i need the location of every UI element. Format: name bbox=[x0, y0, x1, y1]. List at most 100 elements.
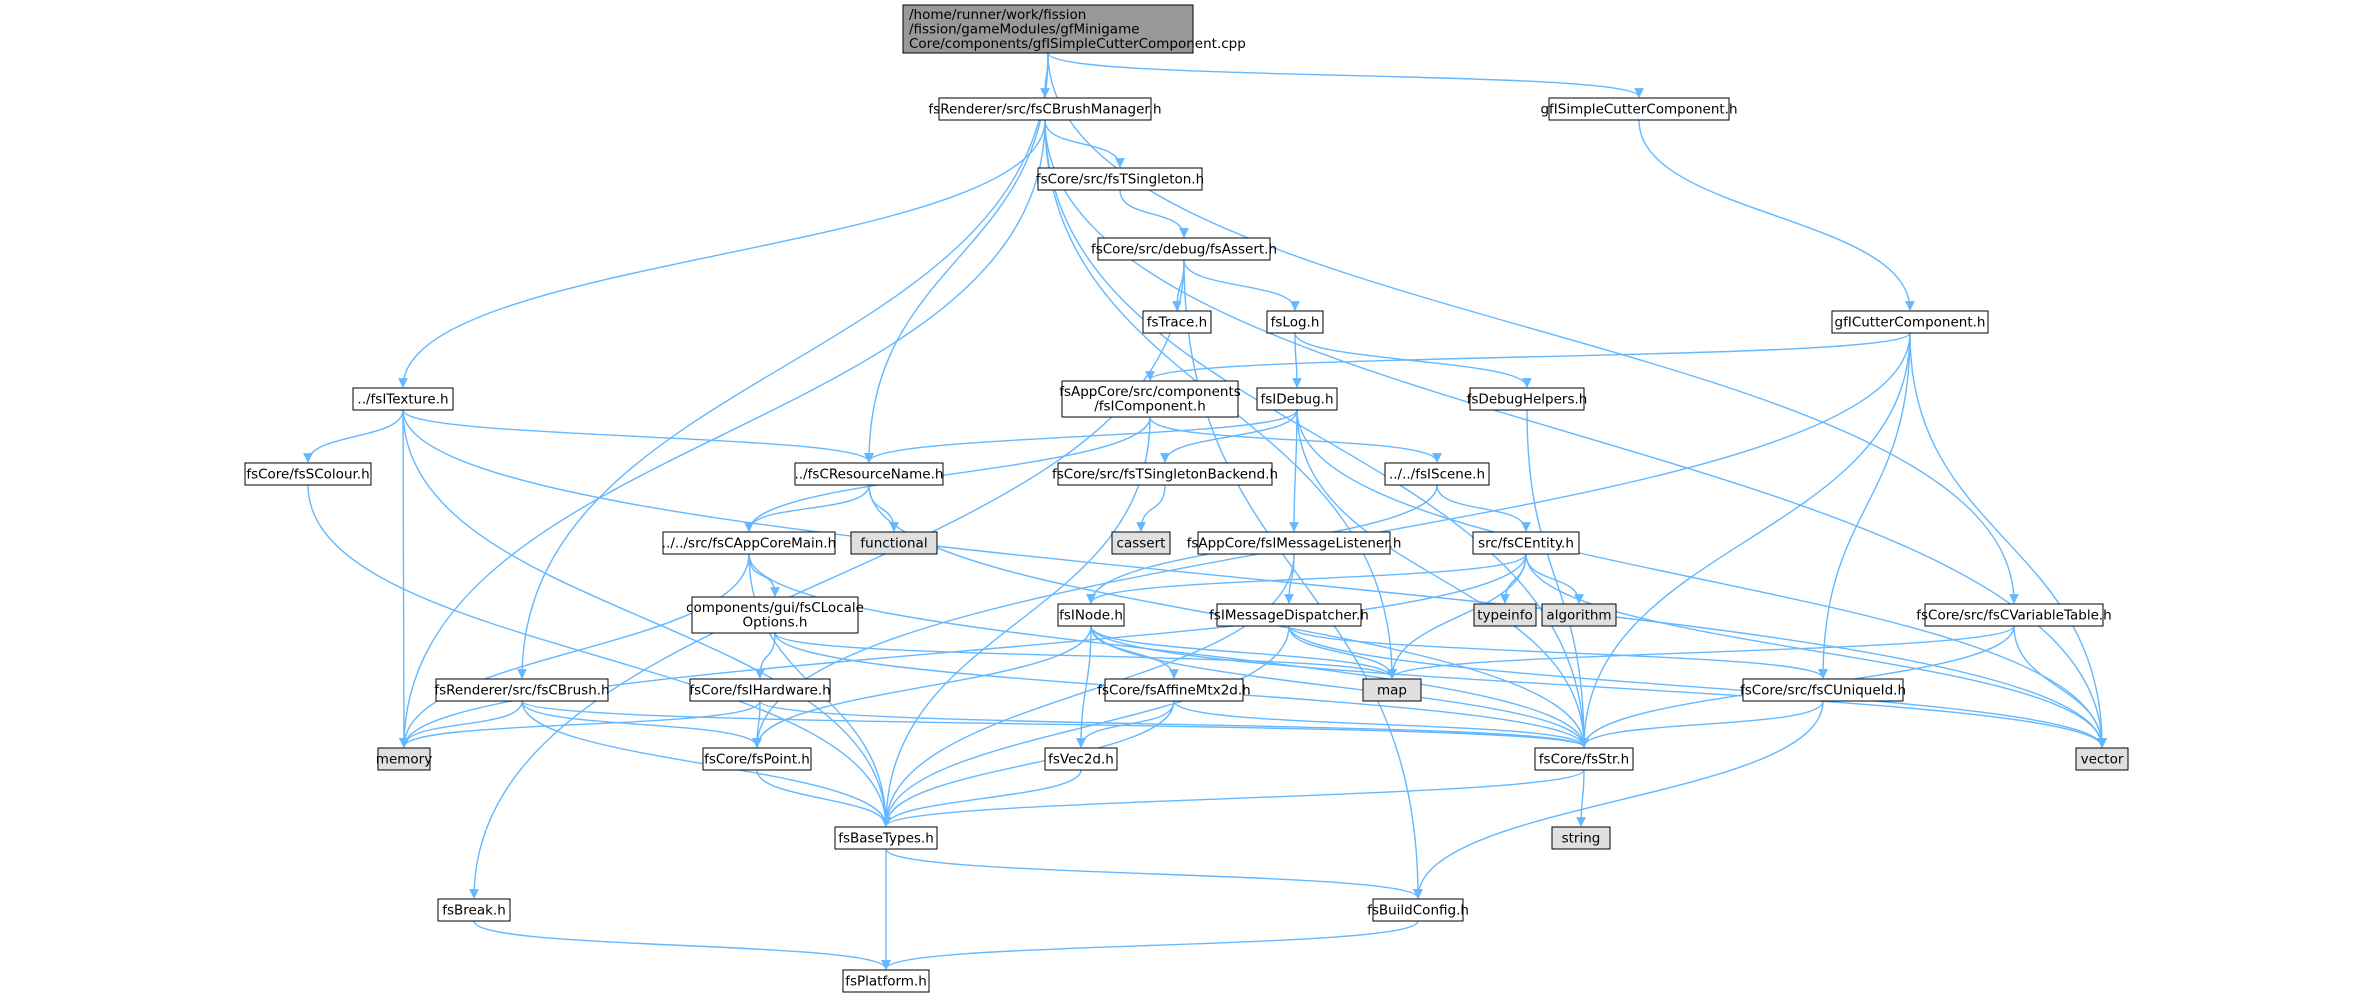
node-brush[interactable]: fsRenderer/src/fsCBrush.h bbox=[434, 678, 610, 702]
node-platform[interactable]: fsPlatform.h bbox=[842, 969, 930, 993]
node-uniqueid[interactable]: fsCore/src/fsCUniqueId.h bbox=[1740, 678, 1906, 702]
node-label: ../../fsIScene.h bbox=[1389, 466, 1485, 482]
edge-ihardware-to-sstr bbox=[759, 700, 1589, 748]
edge-texture-to-resname bbox=[402, 409, 874, 463]
node-label: /fsIComponent.h bbox=[1094, 399, 1206, 415]
node-label: fsCore/fsPoint.h bbox=[704, 751, 810, 767]
node-box bbox=[1097, 237, 1271, 261]
edge-cutter-to-sstr bbox=[1579, 332, 1911, 748]
edge-root-to-resname bbox=[864, 52, 1049, 463]
node-appcoremain[interactable]: ../../src/fsCAppCoreMain.h bbox=[662, 531, 836, 555]
node-inode[interactable]: fsINode.h bbox=[1057, 603, 1125, 627]
node-brushmgr[interactable]: fsRenderer/src/fsCBrushManager.h bbox=[928, 97, 1162, 121]
edge-inode-to-sstr bbox=[1090, 625, 1589, 748]
edge-icomponent-to-appcoremain bbox=[744, 416, 1151, 532]
node-label: fsVec2d.h bbox=[1048, 751, 1114, 767]
node-box bbox=[1473, 603, 1537, 627]
node-point[interactable]: fsCore/fsPoint.h bbox=[702, 747, 812, 771]
node-debughelpers[interactable]: fsDebugHelpers.h bbox=[1467, 387, 1588, 411]
edge-point-to-basetypes bbox=[756, 769, 891, 827]
edge-affine-to-sstr bbox=[1173, 700, 1589, 748]
edge-centity-to-inode bbox=[1086, 553, 1527, 604]
node-singletonbackend[interactable]: fsCore/src/fsTSingletonBackend.h bbox=[1052, 462, 1278, 486]
node-label: gfICutterComponent.h bbox=[1835, 314, 1986, 330]
edge-cutter-to-vector bbox=[1909, 332, 2107, 748]
node-ihardware[interactable]: fsCore/fsIHardware.h bbox=[689, 678, 831, 702]
node-box bbox=[1104, 678, 1244, 702]
edge-idebug-to-msglistener bbox=[1289, 409, 1299, 532]
edge-inode-to-map bbox=[1090, 625, 1397, 679]
node-brk[interactable]: fsBreak.h bbox=[437, 898, 511, 922]
node-trace[interactable]: fsTrace.h bbox=[1142, 310, 1212, 334]
node-resname[interactable]: ../fsCResourceName.h bbox=[794, 462, 944, 486]
node-label: fsCore/src/fsCUniqueId.h bbox=[1740, 682, 1906, 698]
node-icomponent[interactable]: fsAppCore/src/components/fsIComponent.h bbox=[1059, 380, 1241, 418]
edge-texture-to-basetypes bbox=[402, 409, 891, 827]
node-iscene[interactable]: ../../fsIScene.h bbox=[1384, 462, 1490, 486]
node-label: fsBaseTypes.h bbox=[838, 830, 934, 846]
node-label: /fission/gameModules/gfMinigame bbox=[909, 21, 1140, 37]
edge-ihardware-to-memory bbox=[399, 700, 761, 748]
node-box bbox=[1142, 310, 1212, 334]
edge-texture-to-scolour bbox=[303, 409, 404, 463]
edge-brushmgr-to-sstr bbox=[1044, 119, 1589, 748]
edge-singletonbackend-to-cassert bbox=[1136, 484, 1166, 532]
node-box bbox=[1197, 531, 1391, 555]
node-label: functional bbox=[860, 535, 927, 551]
edge-inode-to-vector bbox=[1090, 625, 2107, 748]
node-box bbox=[662, 531, 836, 555]
node-singleton[interactable]: fsCore/src/fsTSingleton.h bbox=[1036, 167, 1204, 191]
node-assert[interactable]: fsCore/src/debug/fsAssert.h bbox=[1091, 237, 1277, 261]
edge-idebug-to-singletonbackend bbox=[1160, 409, 1298, 463]
node-label: fsCore/src/fsTSingletonBackend.h bbox=[1052, 466, 1278, 482]
node-simplecutter[interactable]: gfISimpleCutterComponent.h bbox=[1540, 97, 1738, 121]
node-vartable[interactable]: fsCore/src/fsCVariableTable.h bbox=[1916, 603, 2112, 627]
node-label: fsIMessageDispatcher.h bbox=[1209, 607, 1369, 623]
node-box bbox=[435, 678, 609, 702]
node-scolour[interactable]: fsCore/fsSColour.h bbox=[244, 462, 372, 486]
node-affine[interactable]: fsCore/fsAffineMtx2d.h bbox=[1097, 678, 1251, 702]
edge-basetypes-to-buildconfig bbox=[885, 848, 1423, 899]
node-label: fsRenderer/src/fsCBrush.h bbox=[434, 682, 609, 698]
edge-msgdispatcher-to-uniqueid bbox=[1288, 625, 1828, 679]
node-root[interactable]: /home/runner/work/fission/fission/gameMo… bbox=[902, 4, 1246, 54]
node-basetypes[interactable]: fsBaseTypes.h bbox=[834, 826, 938, 850]
node-box bbox=[244, 462, 372, 486]
node-msgdispatcher[interactable]: fsIMessageDispatcher.h bbox=[1209, 603, 1369, 627]
edge-idebug-to-resname bbox=[864, 409, 1298, 463]
node-msglistener[interactable]: fsAppCore/fsIMessageListener.h bbox=[1187, 531, 1402, 555]
node-vec2d[interactable]: fsVec2d.h bbox=[1044, 747, 1118, 771]
edge-texture-to-memory bbox=[399, 409, 409, 748]
node-cutter[interactable]: gfICutterComponent.h bbox=[1831, 310, 1989, 334]
node-centity[interactable]: src/fsCEntity.h bbox=[1472, 531, 1580, 555]
node-box bbox=[702, 747, 812, 771]
node-texture[interactable]: ../fsITexture.h bbox=[352, 387, 454, 411]
edge-affine-to-basetypes bbox=[881, 700, 1175, 827]
edge-sstr-to-basetypes bbox=[881, 769, 1585, 827]
edge-uniqueid-to-sstr bbox=[1579, 700, 1824, 748]
node-box bbox=[1061, 380, 1239, 418]
node-idebug[interactable]: fsIDebug.h bbox=[1256, 387, 1338, 411]
node-box bbox=[352, 387, 454, 411]
node-sstr[interactable]: fsCore/fsStr.h bbox=[1534, 747, 1634, 771]
edge-affine-to-vec2d bbox=[1076, 700, 1175, 748]
node-box bbox=[1551, 826, 1611, 850]
node-buildconfig[interactable]: fsBuildConfig.h bbox=[1367, 898, 1469, 922]
node-box bbox=[1216, 603, 1362, 627]
edge-brushmgr-to-singleton bbox=[1044, 119, 1125, 168]
node-label: fsCore/fsSColour.h bbox=[246, 466, 369, 482]
node-box bbox=[1384, 462, 1490, 486]
edge-msgdispatcher-to-basetypes bbox=[881, 625, 1290, 827]
node-box bbox=[850, 531, 938, 555]
node-box bbox=[1534, 747, 1634, 771]
edge-appcoremain-to-sstr bbox=[748, 553, 1589, 748]
node-box bbox=[1362, 678, 1422, 702]
node-box bbox=[794, 462, 944, 486]
node-box bbox=[1472, 531, 1580, 555]
edge-cutter-to-uniqueid bbox=[1818, 332, 1911, 679]
node-log[interactable]: fsLog.h bbox=[1266, 310, 1324, 334]
edge-uniqueid-to-buildconfig bbox=[1413, 700, 1824, 899]
edge-iscene-to-centity bbox=[1436, 484, 1531, 532]
node-label: fsLog.h bbox=[1271, 314, 1320, 330]
